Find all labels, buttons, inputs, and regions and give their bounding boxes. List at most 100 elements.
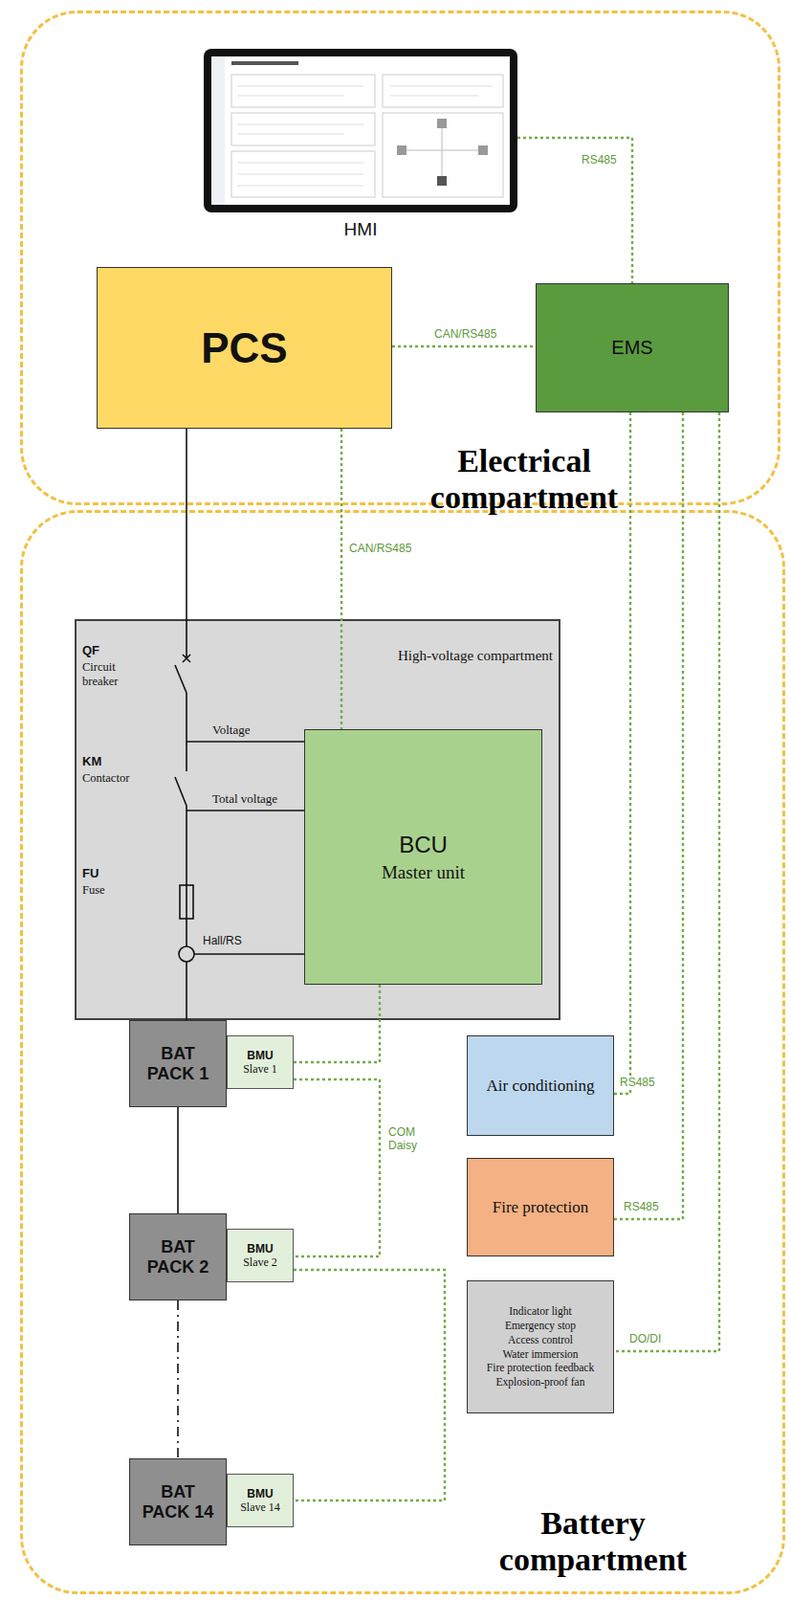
high-voltage-compartment: BCU Master unit High-voltage compartment — [74, 618, 561, 1020]
fire-protection-box: Fire protection — [466, 1157, 615, 1256]
signal-link — [293, 984, 380, 1062]
contactor-blade — [175, 776, 187, 806]
breaker-blade — [175, 664, 187, 693]
screen-icon — [478, 145, 488, 155]
node-text: BAT PACK 2 — [137, 1236, 219, 1276]
node-text: BMU — [246, 1048, 273, 1062]
battery-pack: BAT PACK 2 — [129, 1212, 227, 1300]
node-text: Slave 1 — [242, 1061, 278, 1077]
node-text: Water immersion — [502, 1346, 578, 1362]
screen-card — [231, 112, 375, 146]
node-text: BAT PACK 14 — [137, 1481, 219, 1521]
node-text: BCU — [398, 831, 448, 858]
signal-link — [614, 412, 683, 1219]
node-text: Access control — [507, 1332, 573, 1347]
screen-flow — [382, 112, 504, 198]
signal-link — [340, 428, 343, 729]
signal-link — [392, 345, 536, 348]
component-name: Circuit breaker — [82, 659, 140, 689]
screen-table — [231, 151, 375, 198]
component-code: FU — [82, 865, 99, 881]
node-text: PCS — [200, 324, 287, 373]
screen-icon — [437, 175, 447, 186]
monitor-screen — [211, 56, 510, 205]
breaker-mark — [182, 654, 191, 662]
node-text: BAT PACK 1 — [137, 1043, 219, 1083]
hmi-monitor — [203, 48, 518, 213]
node-text: Electrical compartment — [399, 442, 649, 516]
hmi-screen: HMI — [203, 48, 518, 241]
screen-sidebar — [211, 56, 225, 205]
bmu-box: BMUSlave 1 — [226, 1034, 294, 1089]
link-label: RS485 — [579, 153, 619, 167]
screen-card — [382, 74, 504, 108]
node-text: Master unit — [381, 861, 465, 883]
power-link — [176, 1299, 179, 1458]
link-label: RS485 — [617, 1075, 658, 1089]
signal-name: Hall/RS — [202, 933, 242, 947]
component-code: KM — [82, 753, 102, 770]
battery-pack: BAT PACK 14 — [129, 1457, 227, 1545]
node-text: Emergency stop — [505, 1318, 576, 1333]
node-text: Explosion-proof fan — [496, 1374, 586, 1389]
node-text: High-voltage compartment — [397, 647, 553, 664]
signal-name: Total voltage — [212, 791, 278, 807]
power-wire — [185, 428, 188, 659]
screen-icon — [437, 118, 447, 129]
screen-rows — [237, 86, 493, 186]
signal-link — [517, 137, 633, 284]
link-label: COM Daisy — [386, 1124, 433, 1153]
current-sense-wire — [194, 952, 305, 955]
power-circuit — [175, 428, 305, 1020]
pcs-box: PCS — [96, 266, 393, 429]
signal-link — [293, 1078, 380, 1256]
screen-card — [231, 74, 375, 108]
node-text: Air conditioning — [486, 1076, 595, 1096]
node-text: Slave 14 — [240, 1499, 281, 1515]
signal-name: Voltage — [212, 722, 250, 738]
ems-box: EMS — [535, 283, 729, 413]
node-text: Battery compartment — [449, 1504, 737, 1578]
fuse-element — [185, 884, 188, 919]
power-link — [176, 1106, 179, 1213]
bmu-box: BMUSlave 14 — [226, 1472, 294, 1527]
component-code: QF — [82, 642, 100, 659]
io-signal-box: Indicator lightEmergency stopAccess cont… — [466, 1279, 615, 1413]
screen-flow-lines — [406, 128, 479, 176]
node-text: Slave 2 — [242, 1254, 278, 1270]
power-wire — [185, 961, 188, 1020]
screen-header — [231, 61, 299, 66]
node-text: Fire protection feedback — [486, 1360, 594, 1375]
voltage-sense-wire — [186, 740, 305, 743]
node-text: BMU — [246, 1486, 273, 1500]
component-name: Contactor — [82, 770, 159, 786]
signal-link — [614, 412, 720, 1351]
link-label: CAN/RS485 — [347, 541, 414, 555]
node-text: Indicator light — [508, 1303, 572, 1319]
node-text: Fire protection — [492, 1197, 590, 1217]
voltage-sense-wire — [186, 809, 305, 812]
monitor-bezel — [203, 48, 518, 213]
bmu-box: BMUSlave 2 — [226, 1228, 294, 1282]
bcu-box: BCU Master unit — [304, 728, 543, 985]
power-wire — [185, 692, 188, 771]
link-label: RS485 — [621, 1199, 661, 1213]
node-text: EMS — [611, 336, 653, 359]
screen-icon — [396, 145, 407, 155]
signal-link — [614, 412, 631, 1094]
hall-sensor — [178, 945, 195, 962]
compartment-region: HMIPCSEMSElectrical compartment — [20, 10, 781, 506]
link-label: DO/DI — [627, 1331, 663, 1345]
fuse-symbol — [179, 884, 194, 919]
compartment-region: BCU Master unit High-voltage compartmentBA… — [20, 509, 786, 1594]
air-conditioning-box: Air conditioning — [466, 1034, 615, 1136]
node-text: HMI — [344, 219, 378, 241]
link-label: CAN/RS485 — [432, 327, 499, 341]
component-name: Fuse — [82, 882, 140, 898]
battery-pack: BAT PACK 1 — [129, 1019, 227, 1107]
signal-link — [293, 1269, 445, 1500]
node-text: BMU — [246, 1241, 273, 1255]
power-wire — [185, 805, 188, 946]
